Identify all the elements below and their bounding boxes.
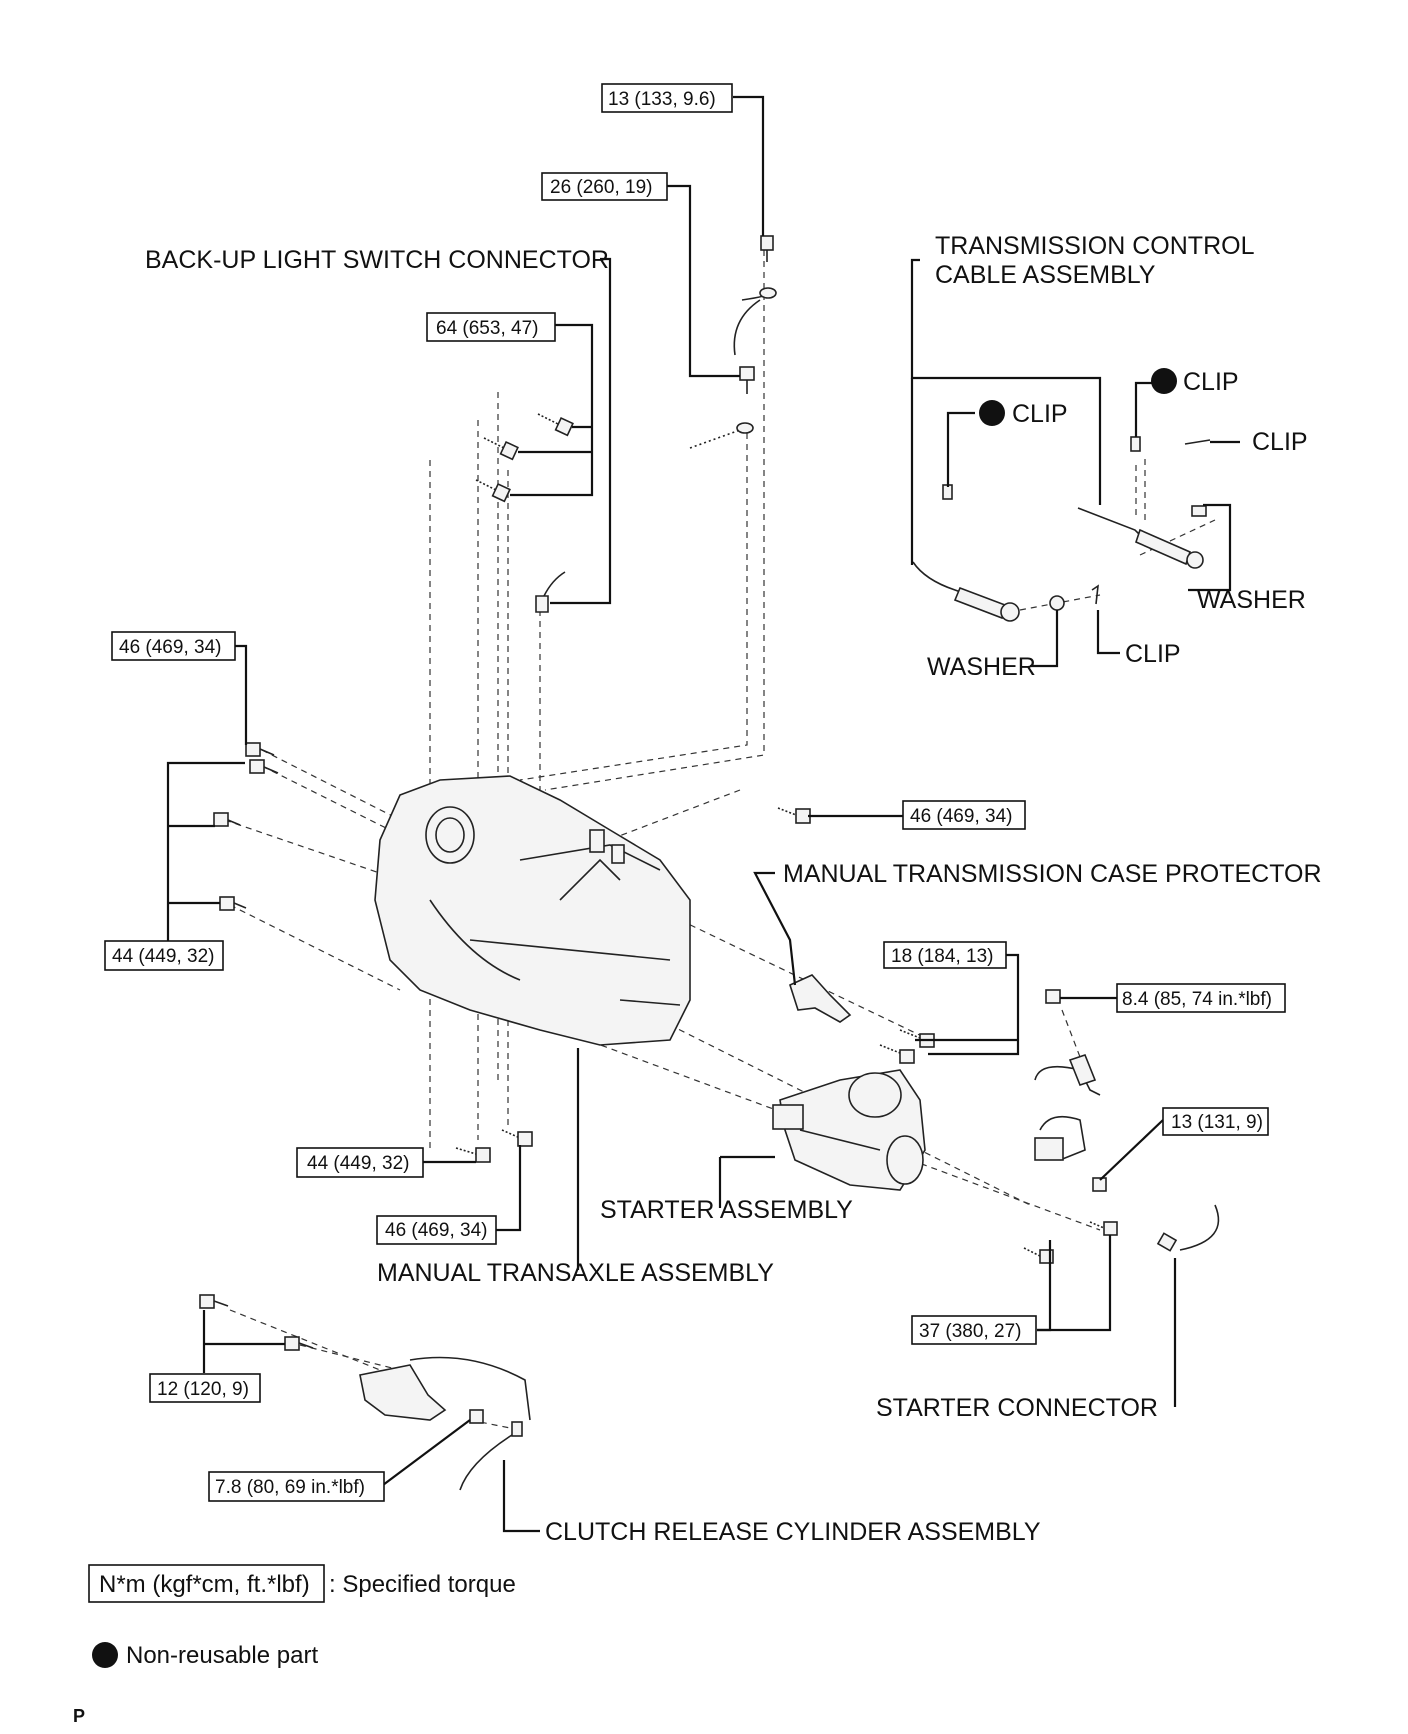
leader-lines bbox=[166, 95, 1240, 1533]
svg-text:46 (469, 34): 46 (469, 34) bbox=[910, 806, 1012, 827]
svg-text:13 (131, 9): 13 (131, 9) bbox=[1171, 1112, 1263, 1133]
clip-label-3: CLIP bbox=[1252, 428, 1308, 456]
control-cable-part bbox=[912, 436, 1211, 622]
ground-bolt-second bbox=[689, 366, 755, 449]
torque-13-133: 13 (133, 9.6) bbox=[601, 83, 733, 113]
clip-label-1: CLIP bbox=[1183, 368, 1239, 396]
torque-44-449-left: 44 (449, 32) bbox=[104, 940, 224, 971]
svg-text:46 (469, 34): 46 (469, 34) bbox=[385, 1220, 487, 1241]
left-side-bolts bbox=[213, 742, 279, 911]
case-protector-part bbox=[789, 974, 852, 1023]
bracket-8-4-part bbox=[1034, 989, 1107, 1192]
svg-text:N*m (kgf*cm, ft.*lbf): N*m (kgf*cm, ft.*lbf) bbox=[99, 1571, 310, 1598]
torque-44-449-bottom: 44 (449, 32) bbox=[296, 1147, 424, 1178]
case-protector-label: MANUAL TRANSMISSION CASE PROTECTOR bbox=[783, 860, 1322, 888]
part-labels: BACK-UP LIGHT SWITCH CONNECTOR TRANSMISS… bbox=[145, 232, 1322, 1546]
bolts-37 bbox=[1023, 1221, 1118, 1264]
svg-text:26 (260, 19): 26 (260, 19) bbox=[550, 177, 652, 198]
svg-text:64 (653, 47): 64 (653, 47) bbox=[436, 318, 538, 339]
bolt-group-64 bbox=[475, 413, 574, 503]
tcca-label-line2: CABLE ASSEMBLY bbox=[935, 261, 1156, 289]
bottom-bolts bbox=[455, 1129, 533, 1163]
manual-transaxle-part bbox=[374, 775, 691, 1046]
torque-12-120: 12 (120, 9) bbox=[149, 1373, 261, 1403]
svg-text:12 (120, 9): 12 (120, 9) bbox=[157, 1379, 249, 1400]
legend-torque: N*m (kgf*cm, ft.*lbf) : Specified torque bbox=[88, 1564, 516, 1603]
torque-boxes: 13 (133, 9.6) 26 (260, 19) 64 (653, 47) … bbox=[104, 83, 1286, 1502]
svg-text:44 (449, 32): 44 (449, 32) bbox=[112, 946, 214, 967]
nonreusable-dot-2 bbox=[979, 400, 1005, 426]
torque-46-469-right: 46 (469, 34) bbox=[902, 800, 1026, 830]
backup-light-switch-connector-part bbox=[535, 571, 566, 613]
backup-light-label: BACK-UP LIGHT SWITCH CONNECTOR bbox=[145, 246, 609, 274]
ground-bolt-top bbox=[733, 235, 777, 356]
torque-8-4: 8.4 (85, 74 in.*lbf) bbox=[1116, 983, 1286, 1013]
svg-text:46 (469, 34): 46 (469, 34) bbox=[119, 637, 221, 658]
footer-code: P bbox=[73, 1706, 85, 1726]
transaxle-assembly-label: MANUAL TRANSAXLE ASSEMBLY bbox=[377, 1259, 774, 1287]
torque-46-469-bottom: 46 (469, 34) bbox=[376, 1215, 497, 1245]
washer-label-right: WASHER bbox=[1197, 586, 1306, 614]
svg-text:7.8 (80, 69 in.*lbf): 7.8 (80, 69 in.*lbf) bbox=[215, 1477, 365, 1498]
torque-18-184: 18 (184, 13) bbox=[883, 941, 1007, 969]
starter-assembly-part bbox=[772, 1069, 926, 1191]
torque-64-653: 64 (653, 47) bbox=[426, 312, 556, 342]
torque-26-260: 26 (260, 19) bbox=[541, 172, 668, 201]
clutch-release-label: CLUTCH RELEASE CYLINDER ASSEMBLY bbox=[545, 1518, 1041, 1546]
nonreusable-dot-1 bbox=[1151, 368, 1177, 394]
tcca-label-line1: TRANSMISSION CONTROL bbox=[935, 232, 1255, 260]
svg-text:37 (380, 27): 37 (380, 27) bbox=[919, 1321, 1021, 1342]
torque-37-380: 37 (380, 27) bbox=[911, 1315, 1037, 1345]
bolts-18 bbox=[879, 1029, 935, 1064]
starter-connector-label: STARTER CONNECTOR bbox=[876, 1394, 1158, 1422]
clip-label-2: CLIP bbox=[1012, 400, 1068, 428]
clip-label-4: CLIP bbox=[1125, 640, 1181, 668]
svg-text:: Specified torque: : Specified torque bbox=[329, 1571, 516, 1598]
starter-connector-part bbox=[1156, 1204, 1220, 1252]
torque-46-469-top: 46 (469, 34) bbox=[111, 631, 236, 661]
legend: N*m (kgf*cm, ft.*lbf) : Specified torque… bbox=[73, 1564, 516, 1726]
right-bolt-46 bbox=[777, 807, 811, 824]
legend-nonreusable: Non-reusable part bbox=[92, 1642, 318, 1669]
torque-7-8: 7.8 (80, 69 in.*lbf) bbox=[208, 1471, 385, 1502]
svg-text:44 (449, 32): 44 (449, 32) bbox=[307, 1153, 409, 1174]
svg-text:18 (184, 13): 18 (184, 13) bbox=[891, 946, 993, 967]
svg-text:Non-reusable part: Non-reusable part bbox=[126, 1642, 318, 1669]
svg-text:8.4 (85, 74 in.*lbf): 8.4 (85, 74 in.*lbf) bbox=[1122, 989, 1272, 1010]
svg-text:13 (133, 9.6): 13 (133, 9.6) bbox=[608, 89, 716, 110]
torque-13-131: 13 (131, 9) bbox=[1162, 1107, 1269, 1136]
clutch-release-cylinder-part bbox=[199, 1294, 531, 1491]
washer-label-left: WASHER bbox=[927, 653, 1036, 681]
starter-assembly-label: STARTER ASSEMBLY bbox=[600, 1196, 853, 1224]
